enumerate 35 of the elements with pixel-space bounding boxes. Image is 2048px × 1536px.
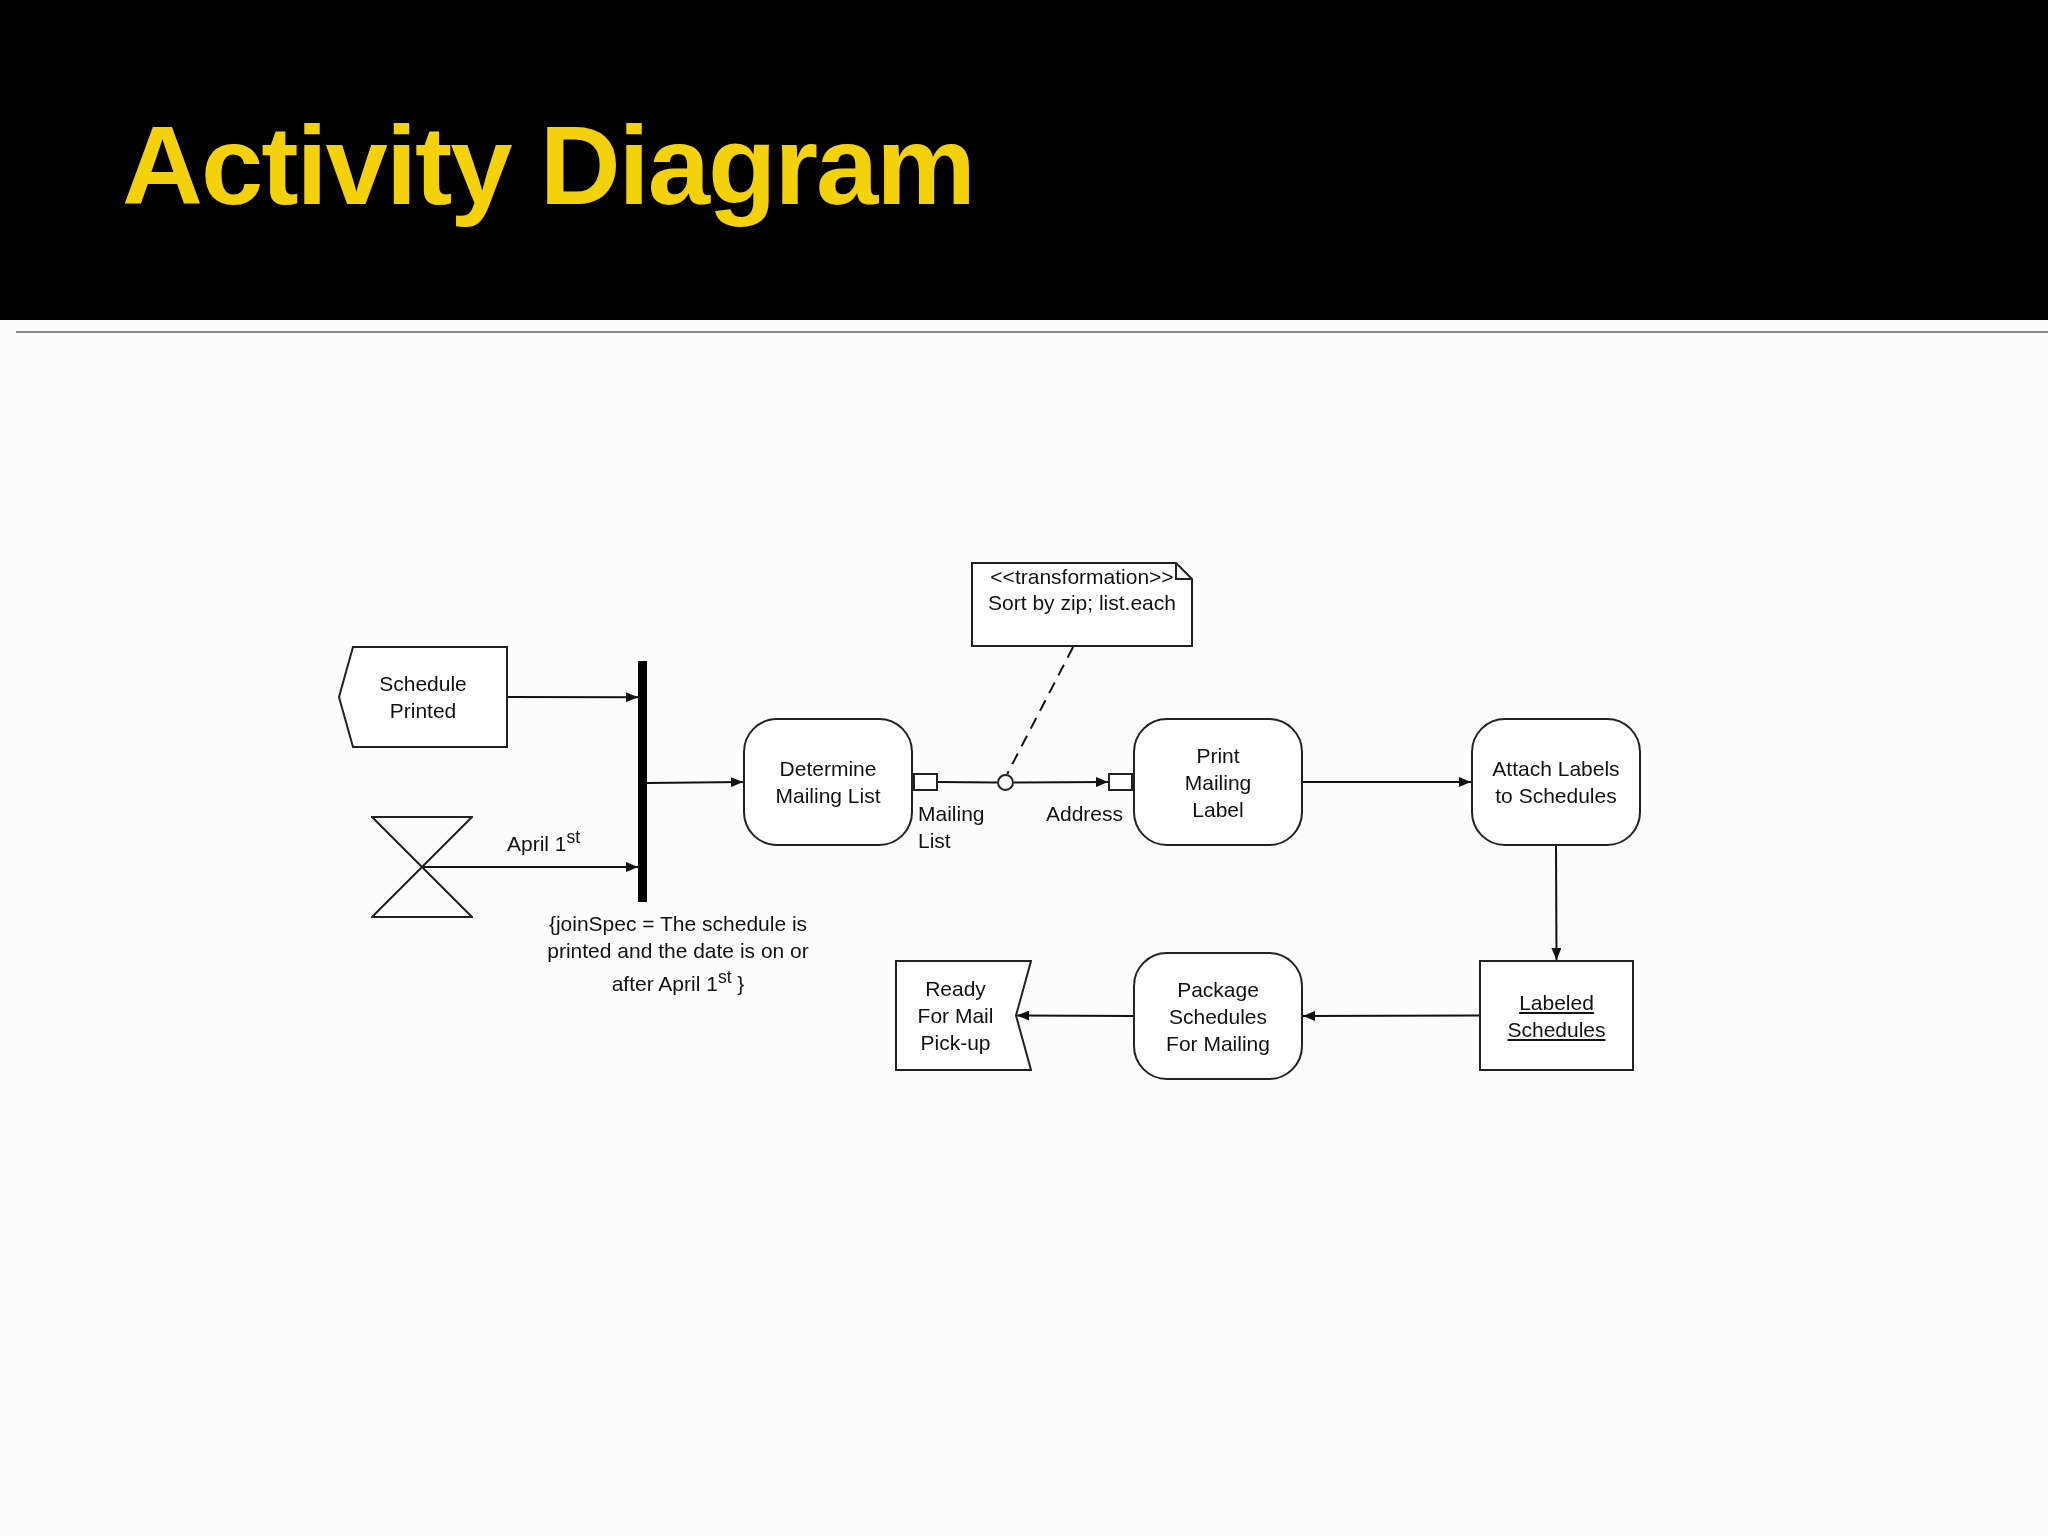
action-box [1471, 718, 1641, 846]
note-box [971, 562, 1193, 647]
object-box [1479, 960, 1634, 1071]
arrow [646, 777, 744, 788]
slide-title: Activity Diagram [122, 104, 974, 228]
note-text: <<transformation>> [990, 564, 1174, 590]
output-pin [913, 773, 938, 791]
input-pin [1108, 773, 1133, 791]
action-box [743, 718, 913, 846]
arrow [507, 692, 639, 703]
junction-circle [997, 774, 1014, 791]
join-bar [638, 661, 647, 902]
constraint-text: {joinSpec = The schedule is printed and the date is on or after April 1$^{st}$ } [546, 911, 810, 997]
action-box [1133, 718, 1303, 846]
send-signal-shape [895, 960, 1032, 1071]
arrow [1302, 1010, 1480, 1021]
arrow [1551, 845, 1562, 961]
pin-label: Address [1046, 801, 1125, 827]
arrow [1013, 777, 1109, 788]
action-box [1133, 952, 1303, 1080]
action-label: Print Mailing Label [1183, 742, 1253, 823]
pin-label: Mailing List [918, 801, 986, 854]
signal-label: Ready For Mail Pick-up [916, 976, 995, 1056]
event-label: Schedule Printed [378, 671, 468, 724]
action-label: Attach Labels to Schedules [1491, 756, 1621, 809]
action-label: Package Schedules For Mailing [1165, 976, 1271, 1057]
connector-line [937, 781, 998, 784]
dashed-note-link [1006, 646, 1075, 775]
accept-event-shape [338, 646, 508, 748]
time-event-hourglass [371, 816, 473, 918]
arrow [1016, 1010, 1134, 1021]
object-label: Labeled Schedules [1506, 989, 1607, 1043]
arrow [1302, 777, 1472, 787]
note-text: Sort by zip; list.each [988, 590, 1176, 616]
action-label: Determine Mailing List [774, 756, 882, 809]
